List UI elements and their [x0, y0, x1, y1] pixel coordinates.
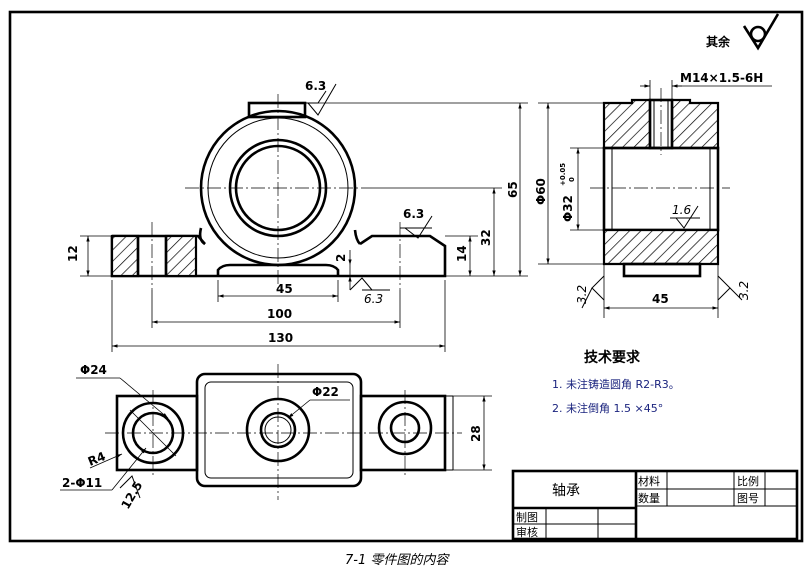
dim-height-14: 14 [455, 245, 469, 262]
finish-base-top-value: 6.3 [403, 207, 424, 221]
tech-heading: 技术要求 [584, 349, 641, 366]
figure-caption: 7-1 零件图的内容 [345, 552, 450, 568]
tech-item-2: 2. 未注倒角 1.5 ×45° [552, 401, 663, 415]
finish-symbol-top [307, 83, 337, 116]
dim-holes: 2-Φ11 [62, 476, 102, 490]
finish-right-value: 3.2 [737, 281, 751, 300]
dim-height-32: 32 [479, 229, 493, 246]
front-view: 6.3 6.3 6.3 45 100 130 12 2 [66, 79, 528, 352]
general-finish-label: 其余 [706, 34, 731, 49]
side-section-bottom [602, 228, 720, 266]
dim-radius-4: R4 [86, 449, 108, 469]
dim-width-100: 100 [267, 307, 292, 321]
dim-bore-dia: Φ32 [561, 195, 575, 222]
tech-item-1: 1. 未注铸造圆角 R2-R3。 [552, 377, 680, 391]
tb-checked-label: 审核 [516, 525, 538, 539]
side-base-foot [622, 262, 702, 278]
finish-symbol-base-top [404, 215, 433, 239]
finish-top-value: 6.3 [305, 79, 326, 93]
side-section-top-right [670, 98, 720, 150]
finish-symbol-12-5 [119, 475, 141, 499]
side-bore [602, 146, 720, 232]
finish-symbol-bore [675, 205, 699, 229]
base-outline [110, 234, 447, 278]
tb-drawing-no-label: 图号 [737, 492, 759, 505]
tb-material-label: 材料 [638, 474, 660, 488]
top-boss [247, 101, 307, 119]
dim-height-12: 12 [66, 245, 80, 262]
finish-symbol-base-bottom [349, 277, 373, 291]
side-section-top-left [602, 98, 652, 150]
tb-drawn-label: 制图 [516, 511, 538, 524]
dim-bore-tol-lower: 0 [568, 177, 576, 182]
tech-requirements: 技术要求 1. 未注铸造圆角 R2-R3。 2. 未注倒角 1.5 ×45° [552, 349, 680, 415]
left-rib [198, 227, 206, 246]
drawing-border [8, 10, 804, 543]
right-rib [353, 229, 361, 245]
finish-bore-value: 1.6 [672, 203, 691, 217]
tb-part-name: 轴承 [552, 483, 580, 499]
dim-depth-28: 28 [469, 425, 483, 442]
dim-val-12-5: 12.5 [118, 479, 145, 512]
dim-bore-tol-upper: +0.05 [559, 163, 567, 186]
dim-outer-dia: Φ60 [534, 178, 548, 205]
finish-left-value: 3.2 [575, 285, 589, 304]
dim-width-45: 45 [276, 282, 293, 296]
tb-scale-label: 比例 [737, 474, 759, 488]
dim-thread: M14×1.5-6H [680, 71, 763, 85]
dim-dia-22: Φ22 [312, 385, 339, 399]
top-view: Φ24 Φ22 R4 2-Φ11 12.5 28 [60, 363, 492, 512]
dim-height-65: 65 [506, 181, 520, 198]
dim-height-2: 2 [334, 254, 348, 262]
finish-symbol-right [717, 275, 731, 301]
title-block: 轴承 材料 比例 数量 图号 制图 审核 [511, 469, 799, 541]
left-hole-section-b [164, 234, 198, 278]
tb-quantity-label: 数量 [638, 492, 660, 505]
left-hole-section-a [110, 234, 140, 278]
side-view: M14×1.5-6H Φ60 Φ32 +0.05 0 1.6 45 3.2 3.… [534, 71, 772, 318]
finish-base-bottom-value: 6.3 [364, 292, 383, 306]
dim-width-130: 130 [268, 331, 293, 345]
dim-dia-24: Φ24 [80, 363, 107, 377]
finish-symbol-left [591, 275, 605, 301]
dim-side-width: 45 [652, 292, 669, 306]
general-finish-mark: 其余 [706, 13, 780, 51]
